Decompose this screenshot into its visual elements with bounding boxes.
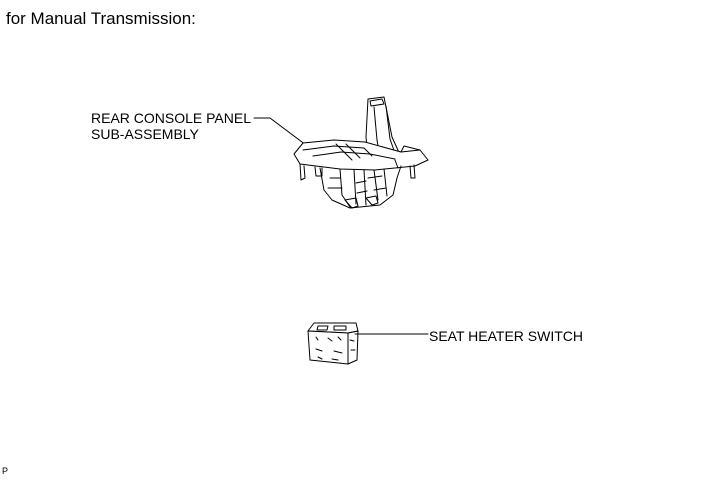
rear-console-panel-label-line2: SUB-ASSEMBLY [91, 126, 199, 143]
rear-console-panel-drawing [293, 96, 429, 209]
rear-console-panel-label: REAR CONSOLE PANEL SUB-ASSEMBLY [91, 110, 251, 142]
illustration-code: P [2, 466, 9, 476]
rear-console-leader-line [253, 117, 311, 149]
seat-heater-switch-label: SEAT HEATER SWITCH [429, 328, 584, 344]
diagram-heading: for Manual Transmission: [6, 9, 196, 28]
rear-console-panel-label-line1: REAR CONSOLE PANEL [91, 110, 252, 126]
seat-heater-switch-drawing [307, 322, 359, 365]
